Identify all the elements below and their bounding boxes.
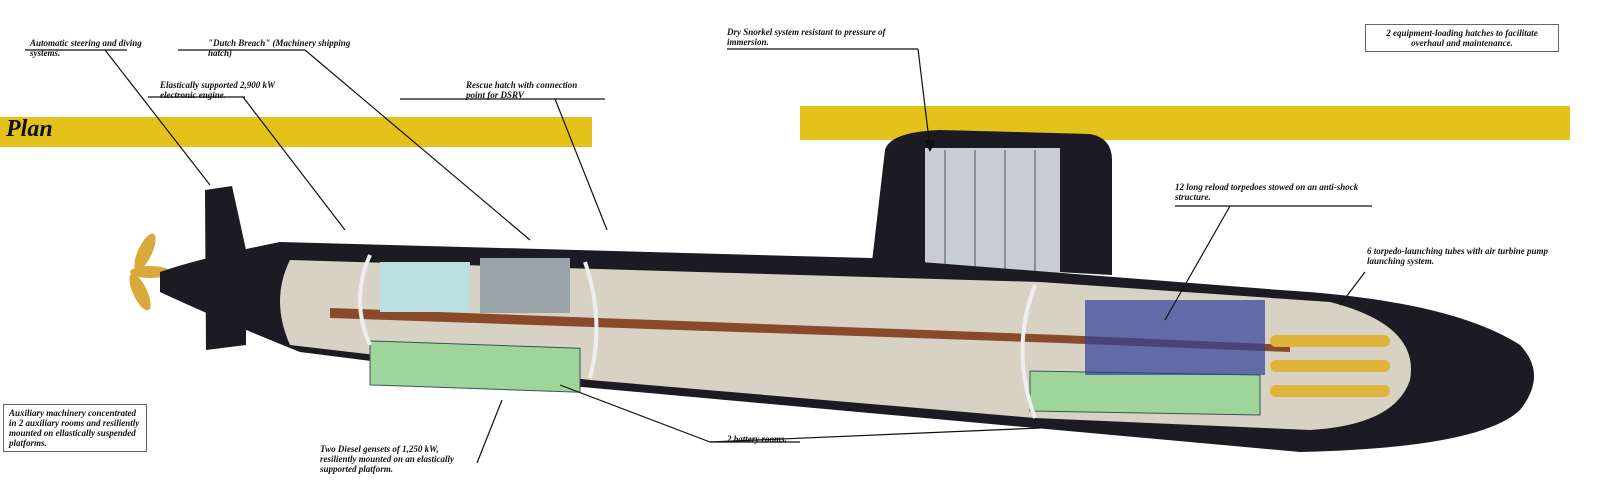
battery-room-aft <box>369 340 581 393</box>
torpedo-tubes <box>1270 335 1390 397</box>
label-battery-rooms: 2 battery rooms. <box>727 434 787 444</box>
bulkheads <box>358 254 1037 419</box>
label-steering: Automatic steering and diving systems. <box>30 38 142 58</box>
label-engine: Elastically supported 2,900 kW electroni… <box>160 80 275 100</box>
snorkel-arrow <box>924 140 936 152</box>
diesel-gensets <box>480 258 570 313</box>
label-rescue-hatch: Rescue hatch with connection point for D… <box>466 80 578 100</box>
label-diesel-gensets: Two Diesel gensets of 1,250 kW, resilien… <box>320 444 455 474</box>
page-title: Plan <box>6 116 53 142</box>
label-torpedo-tubes: 6 torpedo-launching tubes with air turbi… <box>1367 246 1549 266</box>
label-loading-hatches: 2 equipment-loading hatches to facilitat… <box>1365 24 1559 52</box>
label-auxiliary-machinery: Auxiliary machinery concentrated in 2 au… <box>3 404 147 452</box>
deck <box>330 308 1290 352</box>
snorkel-masts <box>925 148 1060 273</box>
plan-band <box>0 117 592 147</box>
propeller <box>129 233 170 311</box>
label-reload-torpedoes: 12 long reload torpedoes stowed on an an… <box>1175 182 1359 202</box>
engine-block <box>380 262 470 312</box>
torpedo-racks <box>1085 300 1265 375</box>
label-dutch-breach: "Dutch Breach" (Machinery shipping hatch… <box>208 38 351 58</box>
leader-lines <box>25 48 1372 464</box>
label-snorkel: Dry Snorkel system resistant to pressure… <box>727 27 886 47</box>
battery-room-fwd <box>1029 370 1261 416</box>
